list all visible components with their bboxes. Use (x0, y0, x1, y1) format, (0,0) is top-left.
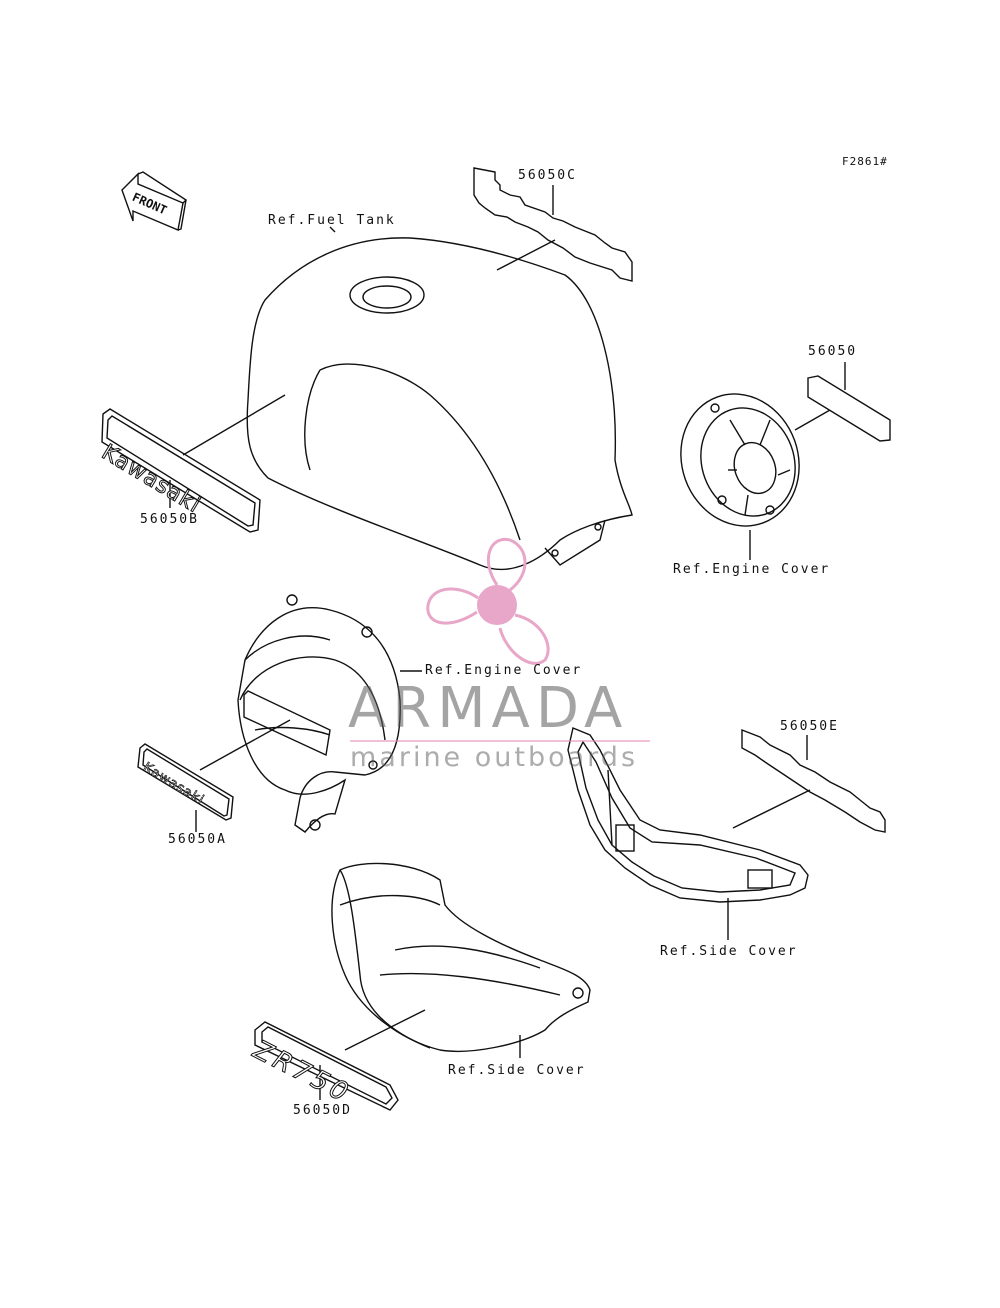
watermark-tagline: marine outboards (350, 742, 639, 773)
callout-engine-cover-right: Ref.Engine Cover (673, 562, 831, 577)
callout-56050B: 56050B (140, 512, 199, 527)
leader-lines (169, 185, 846, 1100)
callout-side-cover-right: Ref.Side Cover (660, 944, 798, 959)
decal-56050E-strip (741, 728, 886, 833)
engine-cover-left-outline (237, 594, 401, 833)
callout-fuel-tank: Ref.Fuel Tank (268, 213, 396, 228)
callout-side-cover-left: Ref.Side Cover (448, 1063, 586, 1078)
callout-56050D: 56050D (293, 1103, 352, 1118)
decal-56050-strip (807, 375, 891, 442)
watermark-brand: ARMADA (348, 676, 629, 741)
decal-56050D-emblem (254, 1021, 399, 1111)
figure-code: F2861# (842, 155, 888, 168)
callout-56050E: 56050E (780, 719, 839, 734)
callout-56050A: 56050A (168, 832, 227, 847)
front-arrow-icon: FRONT (121, 171, 188, 231)
callout-56050C: 56050C (518, 168, 577, 183)
engine-cover-right-outline (680, 393, 800, 527)
decal-56050C-strip (473, 167, 633, 282)
decal-56050A-emblem (137, 743, 234, 821)
propeller-icon (426, 537, 550, 665)
decal-56050B-emblem (101, 408, 261, 533)
fuel-tank-outline (246, 237, 633, 571)
callout-56050: 56050 (808, 344, 858, 359)
watermark-divider (350, 740, 650, 742)
callout-engine-cover-left: Ref.Engine Cover (425, 663, 583, 678)
side-cover-left-outline (331, 862, 591, 1052)
side-cover-right-outline (567, 727, 809, 903)
